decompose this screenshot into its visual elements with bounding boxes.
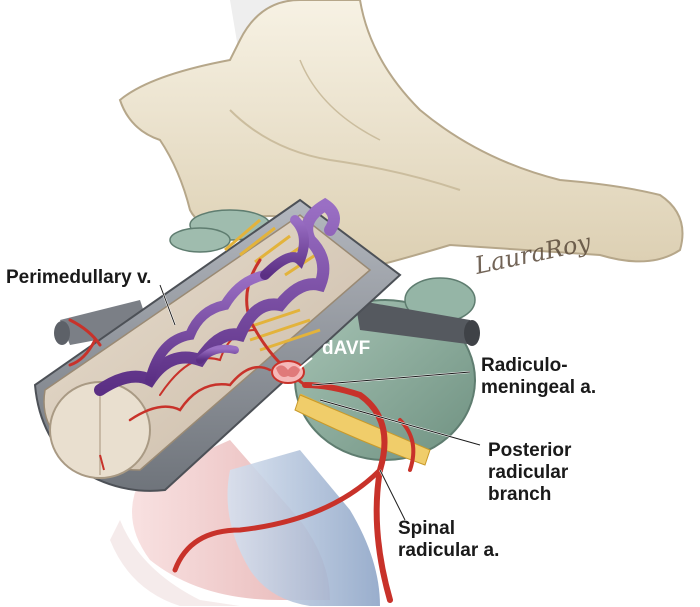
nerve-root-sleeve — [355, 300, 475, 345]
posterior-radicular-nerve — [294, 394, 431, 466]
label-perimedullary-vein: Perimedullary v. — [6, 267, 152, 288]
label-radiculomeningeal-artery: Radiculo- meningeal a. — [481, 355, 597, 398]
label-davf: dAVF — [322, 338, 371, 359]
label-spinal-radicular-artery: Spinal radicular a. — [398, 518, 500, 561]
label-posterior-radicular-branch: Posterior radicular branch — [488, 440, 572, 505]
davf-nidus — [271, 360, 305, 384]
spinal-radicular-artery — [302, 382, 393, 603]
perimedullary-vein — [94, 197, 340, 396]
vena-cava — [227, 450, 380, 606]
